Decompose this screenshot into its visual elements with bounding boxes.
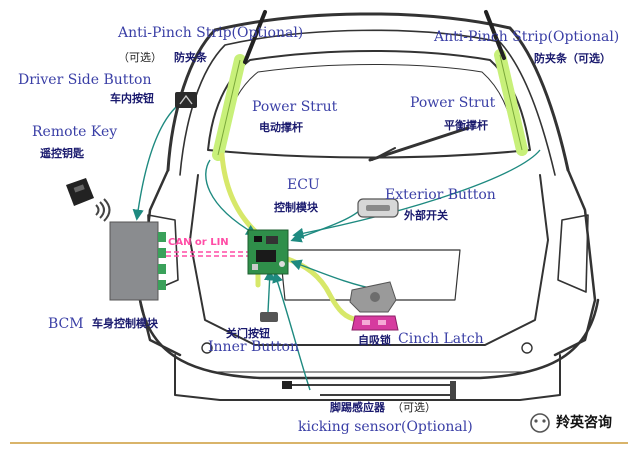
driver-button-label-en: Driver Side Button <box>18 72 152 88</box>
exterior-button-icon <box>357 198 399 218</box>
power-strut-right-label-cn: 平衡撑杆 <box>444 119 488 132</box>
kicking-sensor-label-en: kicking sensor(Optional) <box>298 419 473 435</box>
kicking-sensor-optional-cn: （可选） <box>392 401 436 414</box>
anti-pinch-left-label-en: Anti-Pinch Strip(Optional) <box>118 25 304 41</box>
inner-button-label-cn: 关门按钮 <box>226 327 270 340</box>
inner-button-label-en: Inner Button <box>208 339 299 355</box>
inner-button-icon <box>260 312 278 322</box>
power-strut-left-label-en: Power Strut <box>252 99 338 115</box>
anti-pinch-left-optional-cn: （可选） <box>118 51 162 64</box>
cinch-latch-icon <box>349 281 399 331</box>
can-lin-bus <box>158 251 248 257</box>
bcm-label-cn: 车身控制模块 <box>92 317 158 330</box>
ecu-label-en: ECU <box>287 177 320 193</box>
bcm-label-en: BCM <box>48 316 84 332</box>
bcm-module <box>109 221 166 301</box>
ecu-board <box>247 229 289 275</box>
remote-key-icon <box>66 178 111 222</box>
driver-button-label-cn: 车内按钮 <box>110 92 154 105</box>
remote-key-label-en: Remote Key <box>32 124 118 140</box>
exterior-button-label-cn: 外部开关 <box>404 209 448 222</box>
remote-key-label-cn: 遥控钥匙 <box>40 147 84 160</box>
can-lin-label: CAN or LIN <box>168 237 229 248</box>
exterior-button-label-en: Exterior Button <box>385 187 496 203</box>
ecu-label-cn: 控制模块 <box>274 201 318 214</box>
watermark-logo <box>530 413 550 433</box>
power-strut-right-label-en: Power Strut <box>410 95 496 111</box>
watermark-text: 羚英咨询 <box>556 415 612 431</box>
anti-pinch-left-label-cn: 防夹条 <box>174 51 207 64</box>
cinch-latch-label-cn: 自吸锁 <box>358 334 391 347</box>
cinch-latch-label-en: Cinch Latch <box>398 331 484 347</box>
kicking-sensor-icon <box>282 381 456 399</box>
kicking-sensor-label-cn: 脚踢感应器 <box>330 401 385 414</box>
anti-pinch-strips <box>212 49 528 161</box>
power-strut-left-label-cn: 电动撑杆 <box>259 121 303 134</box>
driver-side-button-icon <box>175 92 197 108</box>
power-struts <box>243 10 506 64</box>
anti-pinch-right-label-en: Anti-Pinch Strip(Optional) <box>434 29 620 45</box>
anti-pinch-right-label-cn: 防夹条（可选） <box>534 52 611 65</box>
